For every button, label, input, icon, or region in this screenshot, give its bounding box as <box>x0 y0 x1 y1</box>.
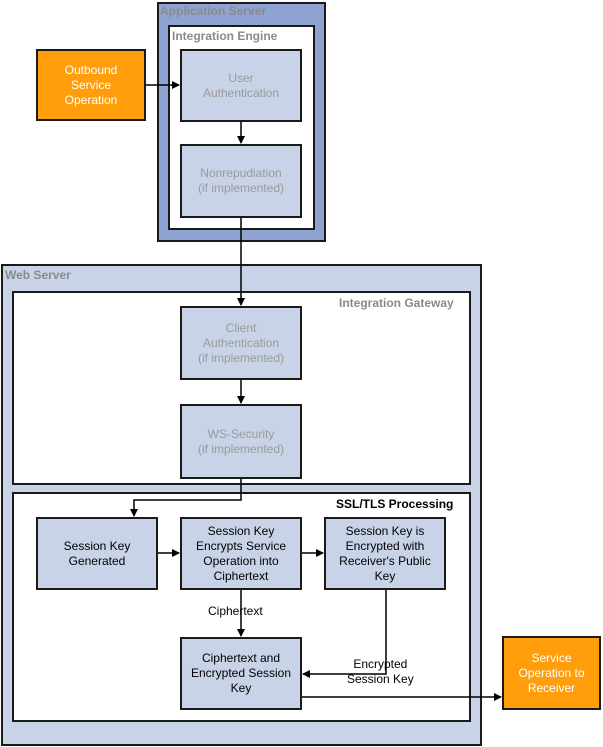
nonrepudiation-text: Nonrepudiation (if implemented) <box>197 166 285 195</box>
integration-gateway-label: Integration Gateway <box>339 296 454 310</box>
session-key-encrypts-text: Session Key Encrypts Service Operation i… <box>195 523 287 583</box>
session-key-generated-text: Session Key Generated <box>63 538 131 568</box>
session-key-encrypts-box: Session Key Encrypts Service Operation i… <box>180 517 302 590</box>
ciphertext-edge-label: Ciphertext <box>206 604 265 619</box>
session-key-encrypted-box: Session Key is Encrypted with Receiver's… <box>324 517 446 590</box>
encrypted-session-key-edge-label: Encrypted Session Key <box>345 657 416 687</box>
ciphertext-and-key-text: Ciphertext and Encrypted Session Key <box>190 651 292 695</box>
session-key-encrypted-text: Session Key is Encrypted with Receiver's… <box>339 523 431 583</box>
client-authentication-box: Client Authentication (if implemented) <box>180 306 302 380</box>
nonrepudiation-box: Nonrepudiation (if implemented) <box>180 144 302 218</box>
user-authentication-box: User Authentication <box>180 49 302 122</box>
application-server-label: Application Server <box>160 4 267 18</box>
outbound-service-operation-box: Outbound Service Operation <box>36 49 146 121</box>
integration-engine-label: Integration Engine <box>172 29 278 43</box>
receiver-text: Service Operation to Receiver <box>518 650 585 695</box>
outbound-service-operation-text: Outbound Service Operation <box>64 62 118 107</box>
arrow-encrypted-to-ciphertext-and-key <box>302 590 387 678</box>
ws-security-text: WS-Security (if implemented) <box>197 426 285 456</box>
ciphertext-and-key-box: Ciphertext and Encrypted Session Key <box>180 637 302 710</box>
ssl-tls-processing-label: SSL/TLS Processing <box>336 497 454 511</box>
ws-security-box: WS-Security (if implemented) <box>180 404 302 479</box>
web-server-label: Web Server <box>5 268 71 282</box>
receiver-box: Service Operation to Receiver <box>502 636 601 710</box>
arrow-ws-security-to-session-key-generated <box>130 479 242 517</box>
user-authentication-text: User Authentication <box>202 70 280 100</box>
client-authentication-text: Client Authentication (if implemented) <box>197 320 285 365</box>
session-key-generated-box: Session Key Generated <box>36 517 158 590</box>
